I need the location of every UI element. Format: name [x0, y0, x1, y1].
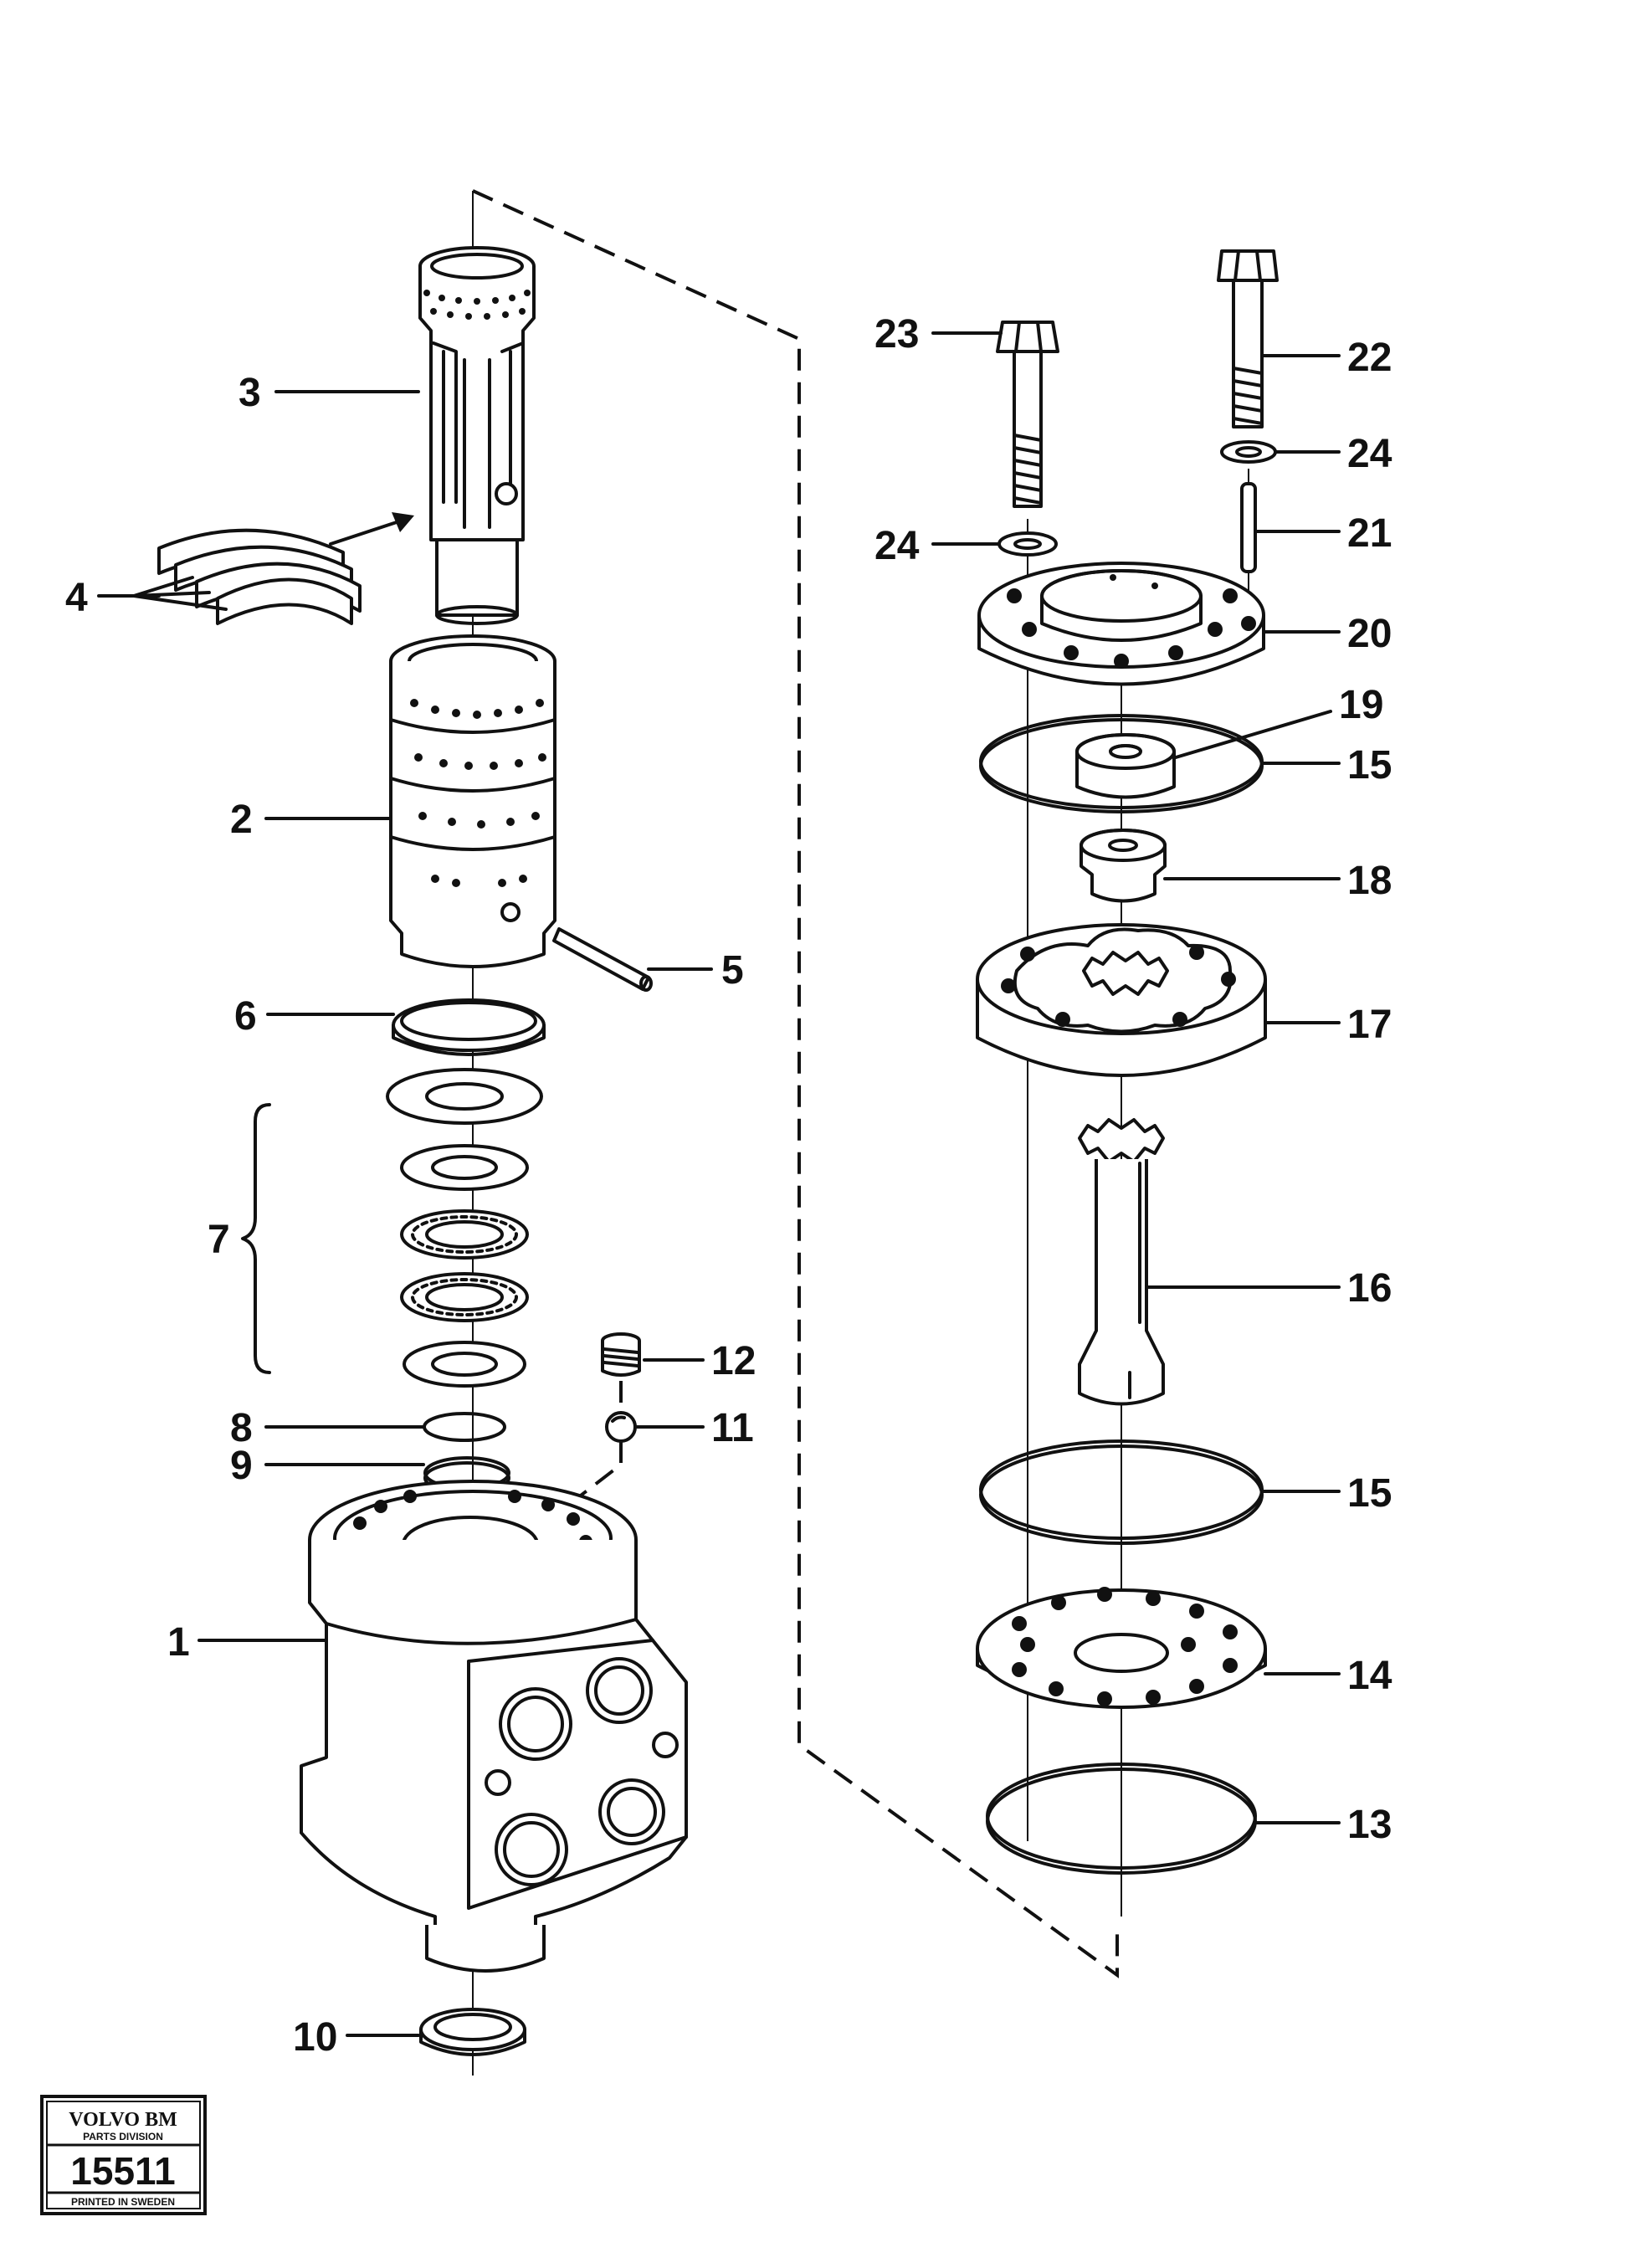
part-24-washer-left — [997, 531, 1058, 557]
part-10-seal-ring — [419, 2008, 526, 2056]
part-11-ball — [605, 1411, 637, 1443]
part-8-o-ring — [423, 1412, 506, 1442]
callout-10: 10 — [293, 2015, 337, 2060]
callout-13: 13 — [1347, 1803, 1392, 1847]
callout-15a: 15 — [1347, 743, 1392, 788]
stamp-brand: VOLVO BM — [69, 2109, 177, 2131]
callout-18: 18 — [1347, 859, 1392, 903]
callout-7: 7 — [208, 1218, 230, 1262]
callout-17: 17 — [1347, 1003, 1392, 1047]
part-12-threaded-plug — [601, 1332, 641, 1377]
part-22-hex-bolt — [1217, 249, 1279, 428]
part-19-spacer — [1075, 733, 1176, 799]
volvo-bm-stamp: VOLVO BM PARTS DIVISION 15511 PRINTED IN… — [40, 2095, 207, 2215]
part-2-sleeve — [389, 634, 556, 968]
part-15-o-ring-upper-inner — [979, 718, 1264, 813]
arrow-springs-into-spool — [329, 519, 403, 546]
part-14-distributor-plate — [976, 1587, 1267, 1709]
leader-19 — [1174, 710, 1332, 759]
callout-6: 6 — [234, 994, 257, 1039]
callout-24b: 24 — [1347, 432, 1392, 476]
callout-4: 4 — [65, 576, 88, 620]
plug-ball-path — [576, 1381, 623, 1538]
callout-15b: 15 — [1347, 1471, 1392, 1516]
callout-5: 5 — [721, 948, 744, 993]
part-18-bushing — [1080, 829, 1167, 903]
part-3-spool — [418, 246, 536, 625]
callout-19: 19 — [1339, 683, 1383, 727]
callout-21: 21 — [1347, 511, 1392, 556]
part-17-gear-set — [976, 923, 1267, 1077]
part-16-cardan-shaft — [1078, 1118, 1165, 1406]
callout-8: 8 — [230, 1406, 253, 1450]
part-1-valve-housing — [300, 1480, 688, 1973]
callout-20: 20 — [1347, 612, 1392, 656]
part-15-o-ring-lower-inner — [979, 1444, 1264, 1545]
stamp-number: 15511 — [70, 2149, 175, 2193]
bracket-7 — [241, 1103, 271, 1374]
callout-3: 3 — [238, 371, 261, 415]
callout-1: 1 — [167, 1620, 190, 1665]
part-24-washer-right — [1220, 440, 1277, 464]
part-4-centering-springs — [157, 528, 362, 625]
callout-23: 23 — [874, 312, 919, 357]
dashed-assembly-frame — [472, 189, 1119, 1978]
stamp-footer: PRINTED IN SWEDEN — [71, 2196, 175, 2208]
part-21-dowel-pin — [1240, 482, 1257, 573]
callout-14: 14 — [1347, 1654, 1392, 1698]
callout-16: 16 — [1347, 1266, 1392, 1311]
part-5-cross-pin — [552, 927, 653, 992]
callout-22: 22 — [1347, 336, 1392, 380]
callout-11: 11 — [711, 1406, 754, 1450]
callout-12: 12 — [711, 1339, 756, 1383]
stamp-division: PARTS DIVISION — [83, 2131, 163, 2142]
callout-9: 9 — [230, 1444, 253, 1488]
part-6-ring — [392, 998, 546, 1056]
arrow-head-springs — [392, 512, 414, 532]
callout-24a: 24 — [874, 524, 920, 568]
part-23-hex-bolt — [996, 321, 1059, 508]
leader-4 — [97, 576, 228, 611]
callout-2: 2 — [230, 798, 253, 842]
part-20-end-cover — [977, 562, 1265, 686]
part-7-thrust-bearing-set — [386, 1068, 543, 1388]
